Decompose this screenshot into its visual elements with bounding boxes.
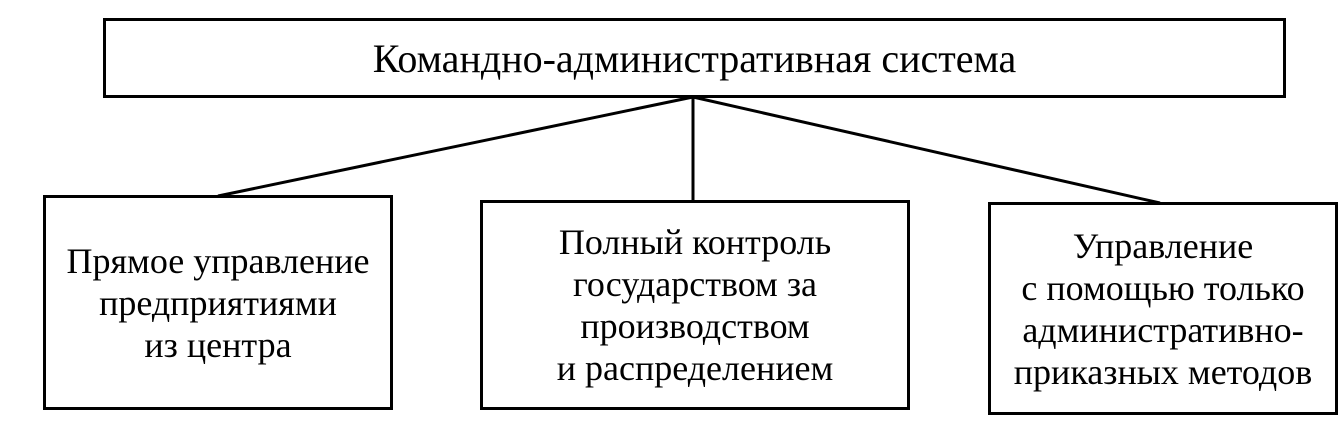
child-node-line: административно- bbox=[1022, 309, 1304, 350]
child-node-text: Полный контроль государством за производ… bbox=[557, 221, 834, 389]
root-node-label: Командно-административная система bbox=[372, 35, 1017, 81]
child-node-text: Управление с помощью только администрати… bbox=[1014, 225, 1312, 393]
child-node-line: Управление bbox=[1072, 225, 1254, 266]
connector-root-to-right bbox=[692, 95, 1161, 205]
child-node-line: и распределением bbox=[556, 348, 834, 388]
child-node-line: производством bbox=[580, 306, 810, 346]
child-node-line: государством за bbox=[572, 264, 818, 304]
child-node-line: с помощью только bbox=[1021, 267, 1305, 308]
child-node-line: приказных методов bbox=[1013, 351, 1313, 392]
child-node-line: из центра bbox=[144, 324, 292, 365]
child-node-line: Прямое управление bbox=[66, 240, 370, 281]
child-node-administrative-methods: Управление с помощью только администрати… bbox=[988, 202, 1338, 415]
child-node-direct-management: Прямое управление предприятиями из центр… bbox=[43, 195, 393, 410]
child-node-text: Прямое управление предприятиями из центр… bbox=[67, 240, 370, 366]
child-node-line: предприятиями bbox=[99, 282, 337, 323]
root-node: Командно-административная система bbox=[103, 18, 1286, 98]
connector-root-to-left bbox=[217, 95, 694, 198]
child-node-line: Полный контроль bbox=[558, 222, 832, 262]
child-node-state-control: Полный контроль государством за производ… bbox=[480, 200, 910, 410]
